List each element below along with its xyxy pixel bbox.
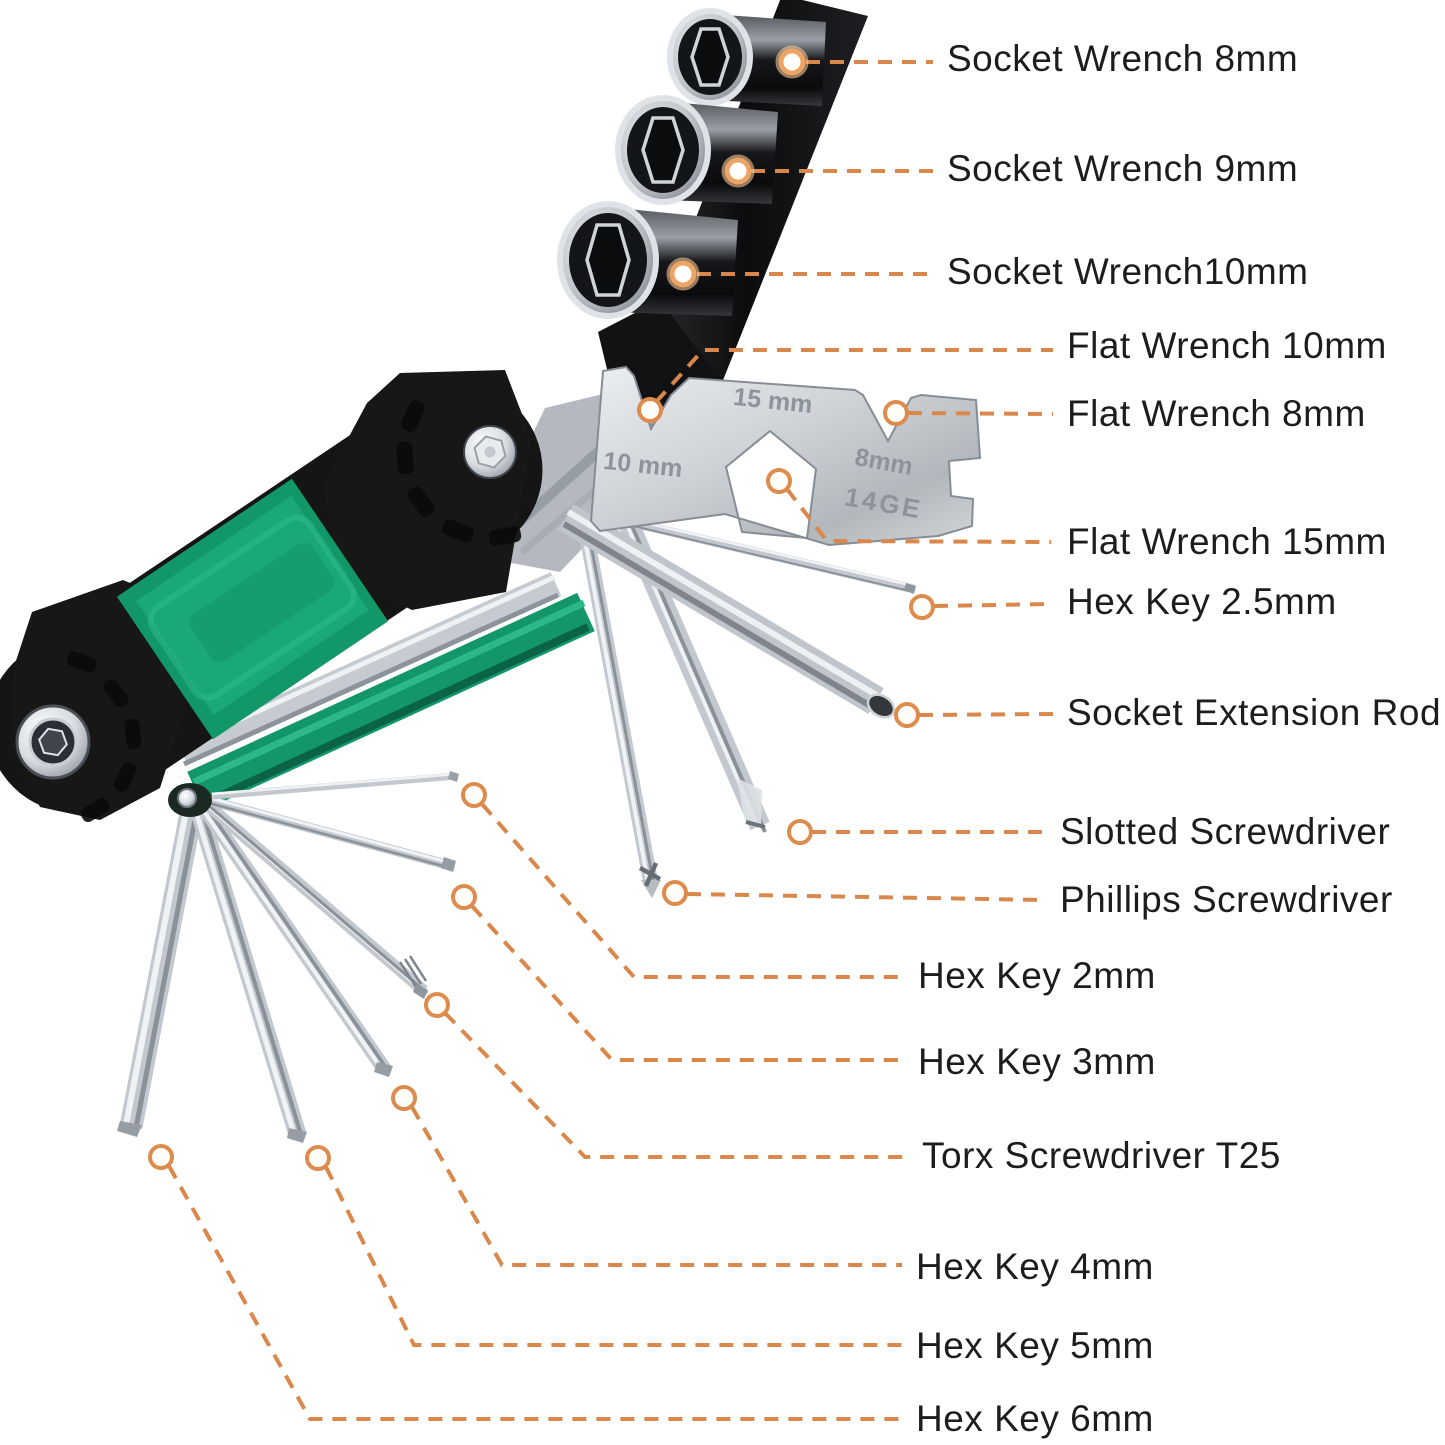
ring-hex-key-6mm <box>148 1144 174 1170</box>
ring-socket-wrench-10mm <box>666 257 700 291</box>
ring-torx-screwdriver-t25 <box>424 992 450 1018</box>
socket-10mm-tool <box>557 201 738 319</box>
hex-key-2-5mm-tool <box>610 513 916 594</box>
ring-phillips-screwdriver <box>662 880 688 906</box>
label-hex-key-2mm: Hex Key 2mm <box>918 954 1156 996</box>
leader-socket-extension-rod <box>918 712 1054 717</box>
handle-rails <box>176 572 595 811</box>
label-hex-key-5mm: Hex Key 5mm <box>916 1324 1154 1366</box>
label-phillips-screwdriver: Phillips Screwdriver <box>1060 878 1393 920</box>
leader-hex-key-2mm <box>480 802 906 979</box>
leader-hex-key-3mm <box>470 904 906 1062</box>
ring-slotted-screwdriver <box>787 819 813 845</box>
label-flat-wrench-10mm: Flat Wrench 10mm <box>1067 324 1387 366</box>
leader-hex-key-6mm <box>167 1165 902 1421</box>
upper-pivot-bolt <box>463 425 517 479</box>
hex-key-3mm-tool <box>205 795 456 872</box>
green-rail <box>187 592 595 811</box>
ring-flat-wrench-15mm <box>766 468 792 494</box>
ring-hex-key-5mm <box>305 1145 331 1171</box>
hex-key-6mm-tool <box>117 800 205 1137</box>
label-flat-wrench-8mm: Flat Wrench 8mm <box>1067 392 1366 434</box>
torx-t25-tool <box>199 797 428 999</box>
ring-hex-key-3mm <box>451 884 477 910</box>
ring-socket-extension-rod <box>894 702 920 728</box>
ring-hex-key-4mm <box>391 1085 417 1111</box>
label-flat-wrench-15mm: Flat Wrench 15mm <box>1067 520 1387 562</box>
right-tool-fan <box>558 504 916 898</box>
handle-grip-panel <box>147 514 357 701</box>
lower-cap-ridges <box>67 651 142 823</box>
left-tool-fan <box>117 771 459 1143</box>
socket-8mm-tool <box>667 8 826 106</box>
hex-key-5mm-tool <box>188 801 307 1143</box>
label-hex-key-6mm: Hex Key 6mm <box>916 1397 1154 1439</box>
ring-flat-wrench-10mm <box>637 397 663 423</box>
folded-keys-bar <box>176 572 562 765</box>
label-hex-key-4mm: Hex Key 4mm <box>916 1245 1154 1287</box>
label-socket-extension-rod: Socket Extension Rod <box>1067 691 1442 733</box>
hex-key-4mm-tool <box>194 798 393 1077</box>
label-slotted-screwdriver: Slotted Screwdriver <box>1060 810 1391 852</box>
ring-hex-key-2-5mm <box>909 594 935 620</box>
label-socket-wrench-9mm: Socket Wrench 9mm <box>947 147 1299 189</box>
label-socket-wrench-10mm: Socket Wrench10mm <box>947 250 1309 292</box>
left-fan-pivot-pin <box>177 788 197 808</box>
socket-9mm-tool <box>615 95 778 205</box>
leader-hex-key-5mm <box>324 1166 902 1347</box>
leader-hex-key-4mm <box>410 1106 902 1267</box>
leader-flat-wrench-8mm <box>907 411 1054 416</box>
phillips-screwdriver-tool <box>575 512 662 898</box>
hex-key-2mm-tool <box>211 771 459 800</box>
leader-torx-screwdriver-t25 <box>443 1011 908 1159</box>
ring-hex-key-2mm <box>461 782 487 808</box>
ring-markers <box>148 45 935 1171</box>
socket-extension-rod-tool <box>558 504 896 719</box>
label-hex-key-3mm: Hex Key 3mm <box>918 1040 1156 1082</box>
handle <box>0 370 543 823</box>
leader-lines <box>167 60 1054 1421</box>
lower-pivot-bolt <box>15 704 91 780</box>
label-hex-key-2-5mm: Hex Key 2.5mm <box>1067 580 1337 622</box>
leader-hex-key-2-5mm <box>933 602 1054 608</box>
upper-cap-ridges <box>396 400 522 546</box>
label-socket-wrench-8mm: Socket Wrench 8mm <box>947 37 1299 79</box>
ring-socket-wrench-9mm <box>721 154 755 188</box>
label-torx-screwdriver-t25: Torx Screwdriver T25 <box>922 1134 1281 1176</box>
leader-phillips-screwdriver <box>686 892 1047 902</box>
flat-wrench-plate: 15 mm 10 mm 8mm 14GE <box>589 365 982 547</box>
ring-flat-wrench-8mm <box>883 400 909 426</box>
ring-socket-wrench-8mm <box>775 45 809 79</box>
